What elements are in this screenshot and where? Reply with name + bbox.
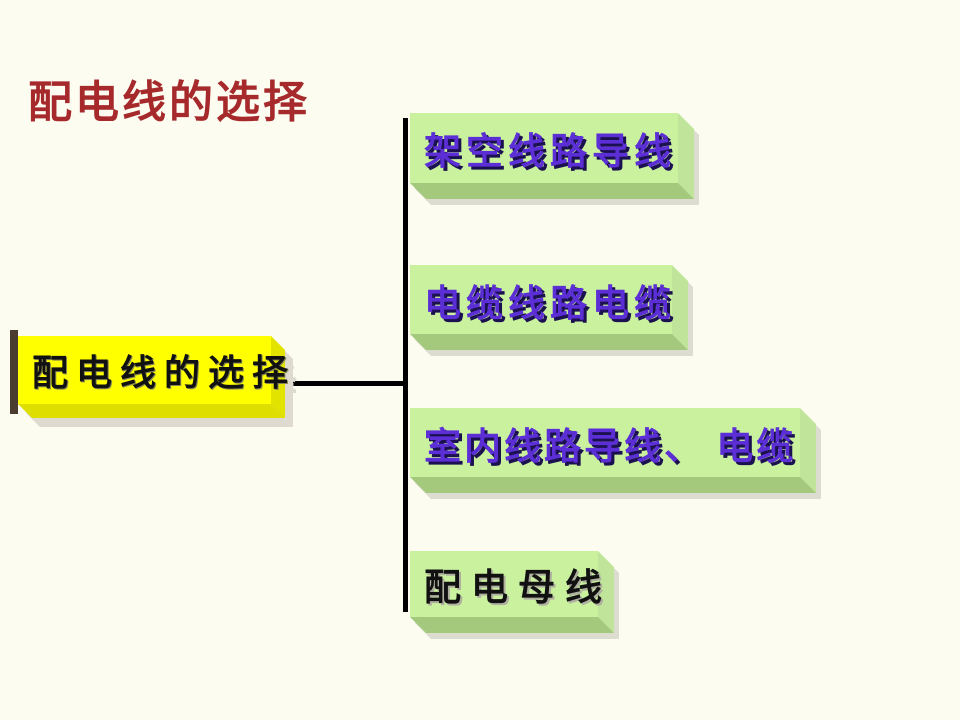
branch-node-bevel-right (800, 408, 816, 493)
branch-node-cable-line: 电缆线路电缆 (410, 265, 672, 334)
connector-horizontal (292, 381, 405, 386)
root-node-label: 配电线的选择 (18, 336, 288, 404)
root-node-left-shadow (10, 330, 18, 414)
branch-node-bevel-right (678, 113, 694, 199)
branch-node-bevel-bottom (410, 477, 816, 493)
root-node-bevel-right (271, 336, 285, 418)
branch-node-bevel-bottom (410, 617, 614, 633)
branch-node-bevel-bottom (410, 334, 688, 350)
branch-node-bevel-right (598, 551, 614, 633)
root-node: 配电线的选择 (18, 336, 288, 404)
root-node-bevel-bottom (18, 404, 285, 418)
page-title: 配电线的选择 (28, 78, 310, 127)
connector-vertical (403, 118, 408, 612)
branch-node-overhead-line: 架空线路导线 (410, 113, 678, 183)
branch-node-label: 室内线路导线、 电缆 (410, 408, 800, 477)
branch-node-label: 电缆线路电缆 (410, 265, 672, 334)
branch-node-label: 架空线路导线 (410, 113, 678, 183)
branch-node-indoor-line: 室内线路导线、 电缆 (410, 408, 800, 477)
branch-node-label: 配电母线 (410, 551, 602, 617)
branch-node-bevel-right (672, 265, 688, 350)
branch-node-bevel-bottom (410, 183, 694, 199)
branch-node-busbar: 配电母线 (410, 551, 598, 617)
